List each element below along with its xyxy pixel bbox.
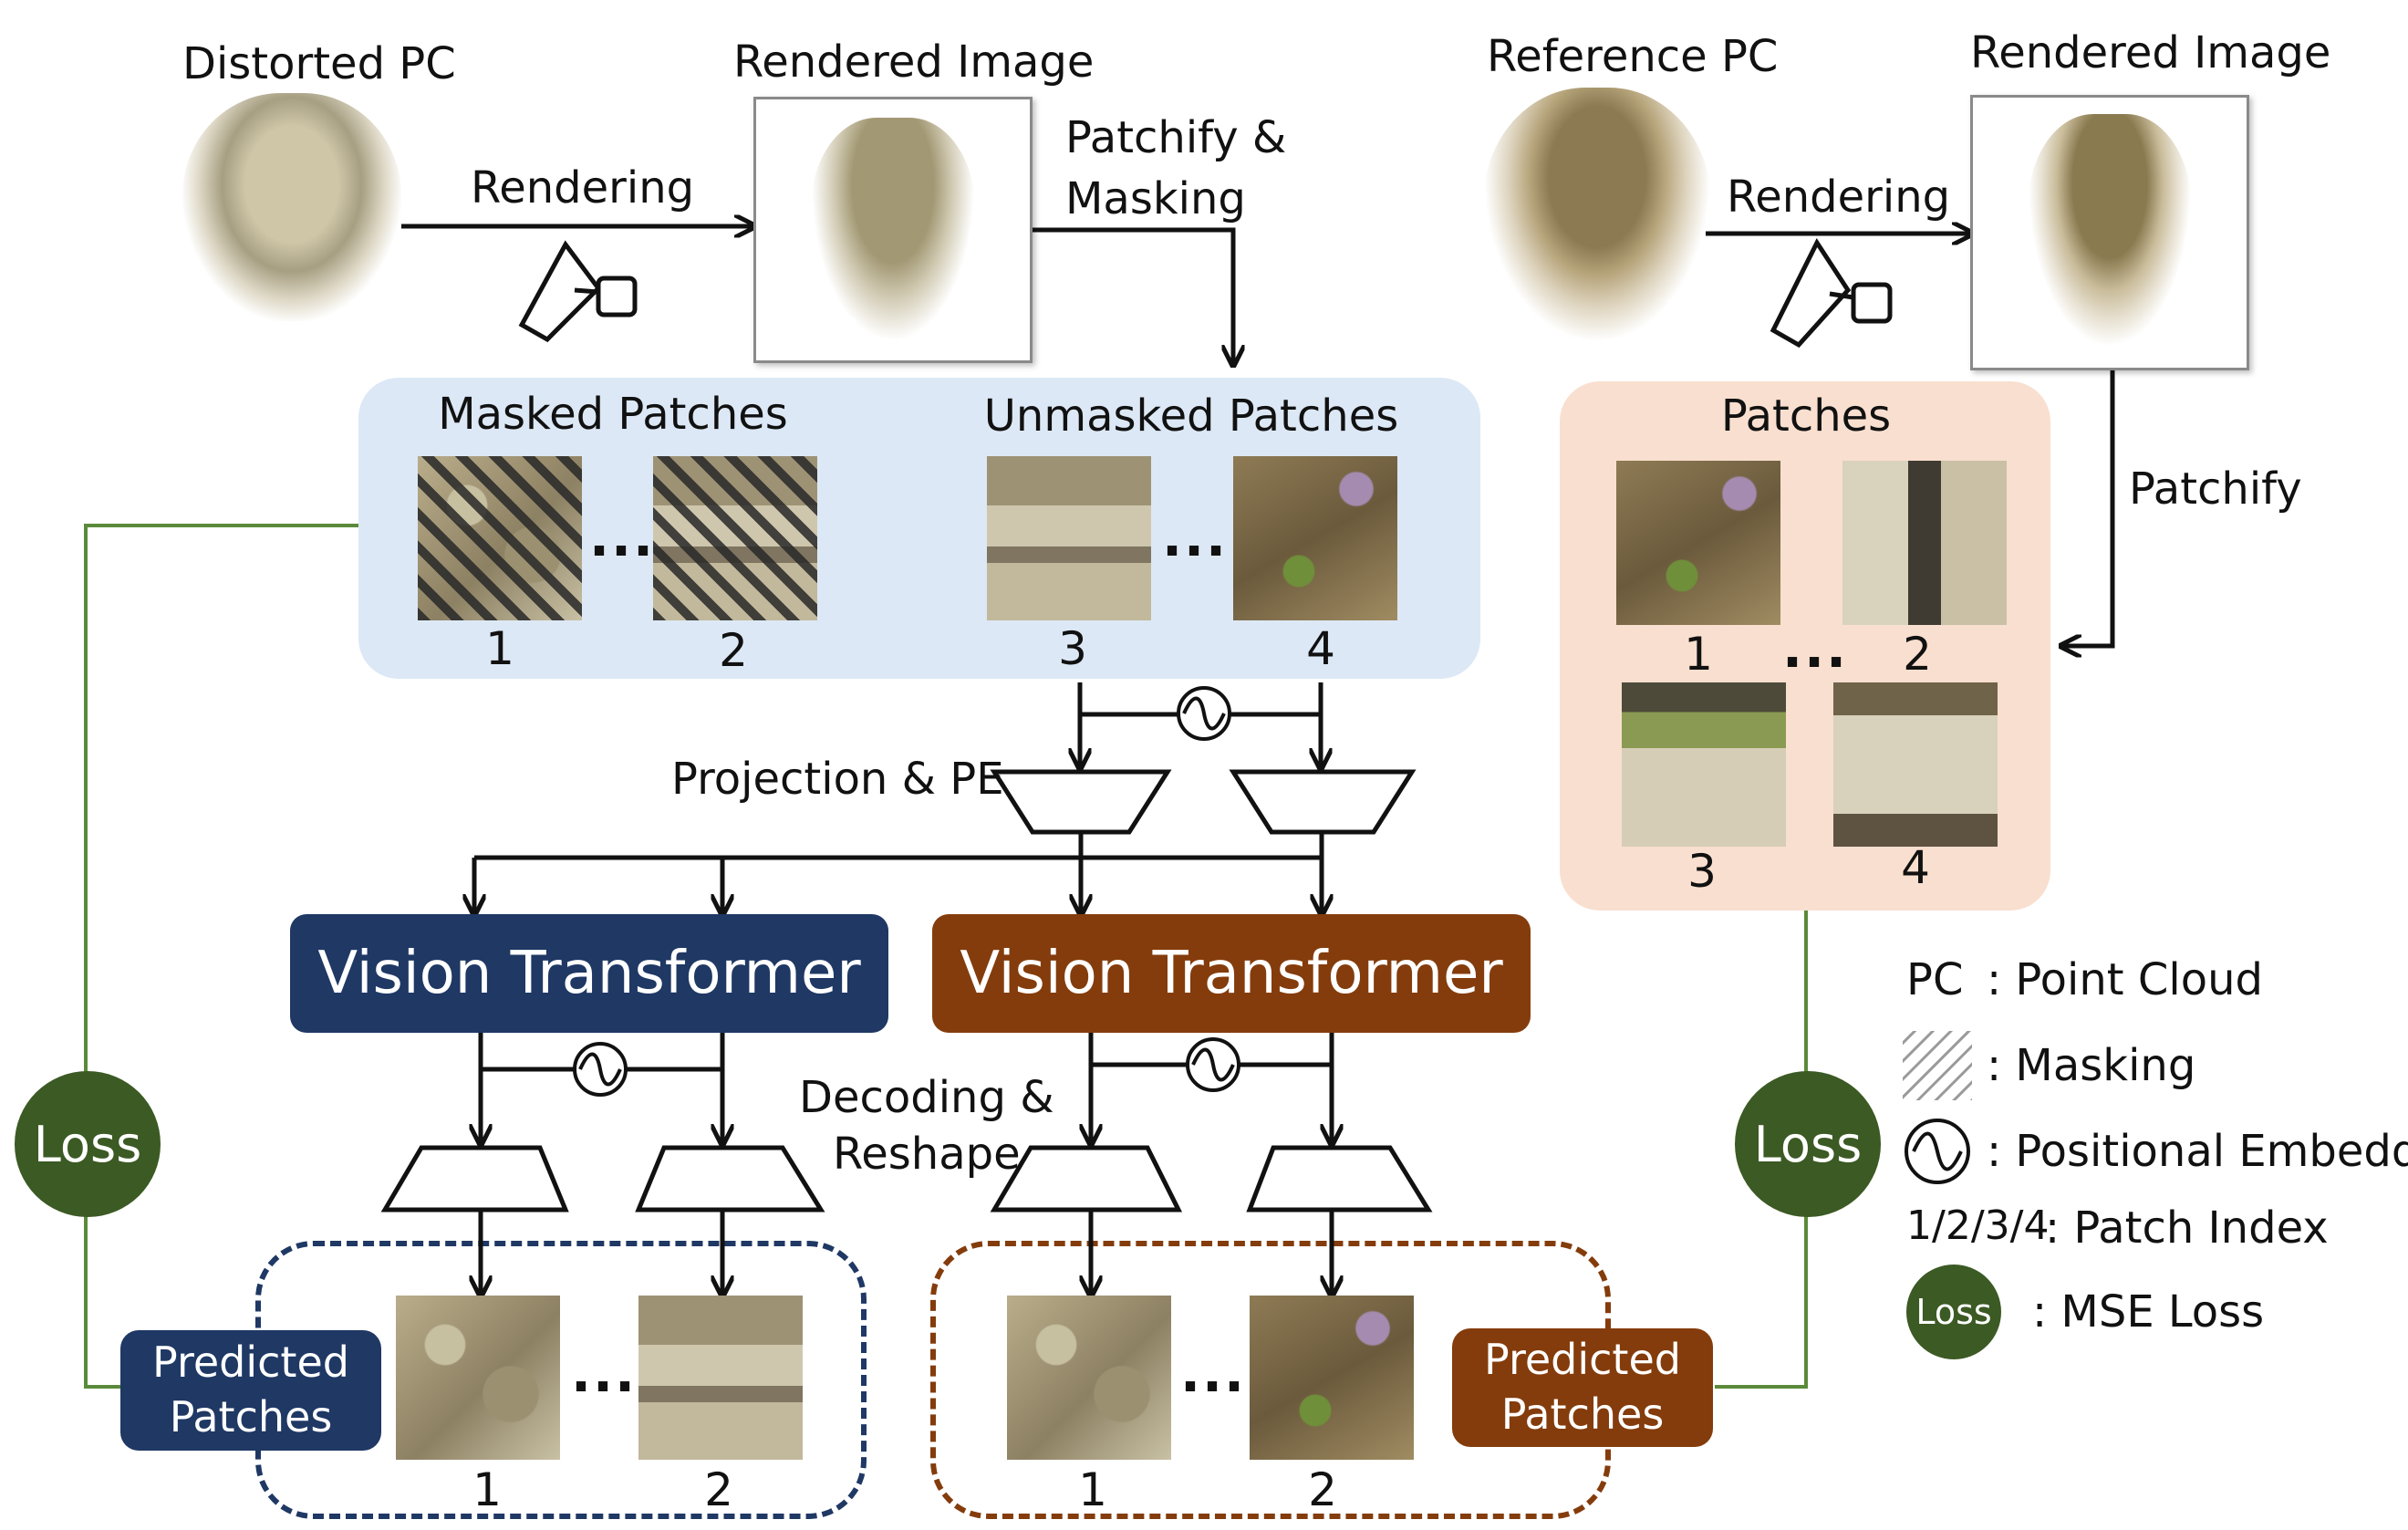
- patch-index: 1: [472, 1463, 502, 1516]
- legend-pc-key: PC: [1906, 954, 1964, 1005]
- patch-index: 4: [1901, 841, 1930, 894]
- legend-loss-icon: Loss: [1906, 1265, 2001, 1359]
- loss-left: Loss: [15, 1071, 161, 1217]
- predicted-left-line1: Predicted: [152, 1337, 349, 1388]
- decoding-trapezoid-3: [990, 1145, 1183, 1213]
- vision-transformer-left: Vision Transformer: [290, 914, 888, 1033]
- reference-patch-1: [1616, 461, 1780, 625]
- patchify-masking-label: Patchify & Masking: [1065, 108, 1286, 230]
- masked-patch-2: [653, 456, 817, 620]
- predicted-left-line2: Patches: [169, 1392, 333, 1442]
- predicted-patch-right-2: [1250, 1296, 1414, 1460]
- legend-loss-value: : MSE Loss: [2032, 1286, 2265, 1337]
- rendered-image-left-label: Rendered Image: [733, 36, 1095, 88]
- patchify-masking-arrow: [1028, 227, 1233, 363]
- patch-index: 2: [704, 1463, 733, 1516]
- decoding-line1: Decoding &: [799, 1072, 1054, 1123]
- masking-legend-swatch: [1903, 1031, 1972, 1100]
- decoding-reshape-label: Decoding & Reshape: [799, 1069, 1054, 1183]
- reference-patch-2: [1842, 461, 2007, 625]
- masked-patch-1: [418, 456, 582, 620]
- unmasked-ellipsis: ...: [1161, 506, 1229, 568]
- patchify-arrow: [2063, 363, 2115, 646]
- predicted-patch-left-1: [396, 1296, 560, 1460]
- projection-pe-label: Projection & PE: [671, 754, 1004, 805]
- masked-patches-title: Masked Patches: [438, 389, 788, 440]
- decoding-line2: Reshape: [833, 1129, 1021, 1181]
- legend-index-value: : Patch Index: [2045, 1202, 2329, 1254]
- reference-patch-3: [1622, 682, 1786, 847]
- loss-line-left: [84, 524, 358, 1389]
- predicted-patches-right: Predicted Patches: [1452, 1328, 1713, 1447]
- unmasked-patch-3: [987, 456, 1151, 620]
- legend-pe-value: : Positional Embedding: [1987, 1126, 2408, 1177]
- decoding-trapezoid-4: [1246, 1145, 1433, 1213]
- patch-index: 4: [1306, 622, 1335, 675]
- camera-icon-left: [518, 240, 638, 343]
- camera-icon-right: [1770, 237, 1893, 349]
- loss-line-right: [1715, 911, 1808, 1389]
- loss-right: Loss: [1735, 1071, 1881, 1217]
- rendered-image-right: [1970, 95, 2249, 370]
- patch-index: 3: [1058, 622, 1087, 675]
- unmasked-patch-4: [1233, 456, 1397, 620]
- unmasked-patches-title: Unmasked Patches: [983, 390, 1399, 442]
- reference-patches-title: Patches: [1720, 390, 1892, 442]
- distorted-pc-label: Distorted PC: [182, 38, 456, 89]
- distorted-point-cloud: [182, 93, 401, 321]
- rendering-left-label: Rendering: [471, 162, 695, 213]
- masked-ellipsis: ...: [588, 506, 656, 568]
- patch-index: 2: [719, 624, 748, 677]
- rendered-image-right-label: Rendered Image: [1970, 27, 2331, 78]
- predicted-patch-left-2: [638, 1296, 803, 1460]
- legend-masking-value: : Masking: [1987, 1040, 2196, 1091]
- patchify-masking-line2: Masking: [1065, 173, 1246, 225]
- rendered-image-left: [753, 97, 1033, 363]
- predicted-right-line1: Predicted: [1484, 1335, 1681, 1385]
- decoding-trapezoid-2: [635, 1145, 825, 1213]
- patch-index: 2: [1308, 1463, 1337, 1516]
- projection-trapezoid-right: [1229, 769, 1417, 835]
- reference-pc-label: Reference PC: [1487, 31, 1779, 82]
- patchify-label: Patchify: [2129, 463, 2302, 515]
- patch-index: 2: [1903, 628, 1932, 681]
- patchify-masking-line1: Patchify &: [1065, 112, 1287, 163]
- reference-ellipsis: ...: [1781, 618, 1849, 680]
- vision-transformer-right: Vision Transformer: [932, 914, 1531, 1033]
- legend-index-key: 1/2/3/4: [1906, 1202, 2050, 1249]
- patch-index: 1: [485, 622, 514, 675]
- legend-pc-value: : Point Cloud: [1987, 954, 2263, 1005]
- projection-trapezoid-left: [990, 769, 1172, 835]
- reference-point-cloud: [1483, 88, 1711, 343]
- predicted-patches-left: Predicted Patches: [120, 1330, 381, 1451]
- patch-index: 1: [1684, 628, 1713, 681]
- reference-patch-4: [1833, 682, 1998, 847]
- rendering-right-label: Rendering: [1727, 172, 1951, 223]
- patch-index: 3: [1687, 845, 1717, 898]
- predicted-ellipsis-left: ...: [570, 1342, 638, 1404]
- predicted-patch-right-1: [1007, 1296, 1171, 1460]
- predicted-ellipsis-right: ...: [1179, 1342, 1247, 1404]
- predicted-right-line2: Patches: [1500, 1389, 1665, 1439]
- patch-index: 1: [1078, 1463, 1107, 1516]
- decoding-trapezoid-1: [380, 1145, 569, 1213]
